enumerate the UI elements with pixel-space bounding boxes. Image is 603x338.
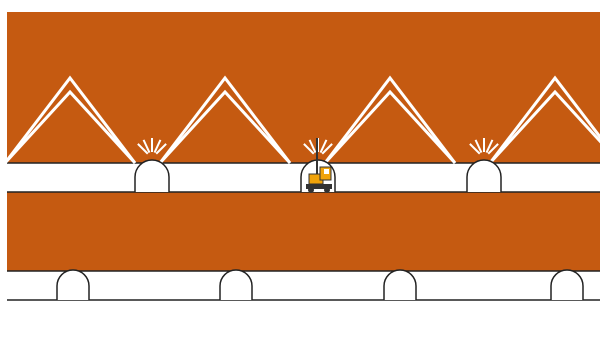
radial-line xyxy=(155,143,167,155)
radial-line xyxy=(142,139,151,153)
drift-opening xyxy=(219,269,253,300)
drill-fan-line xyxy=(323,75,457,164)
radial-line xyxy=(321,143,333,155)
radial-line xyxy=(303,143,315,155)
drill-rig xyxy=(306,138,332,193)
drill-fan-group xyxy=(323,75,457,165)
radial-line xyxy=(474,139,483,153)
drill-fan-group xyxy=(488,75,603,165)
drift-opening xyxy=(134,159,170,192)
drill-fan-line xyxy=(158,75,292,164)
drill-fan-line xyxy=(158,89,292,165)
opening-radial-lines xyxy=(303,138,333,155)
radial-line xyxy=(487,143,499,155)
radial-line xyxy=(137,143,149,155)
drift-opening xyxy=(56,269,90,300)
drill-fan-line xyxy=(488,75,603,164)
drill-fan-line xyxy=(323,89,457,165)
drill-fan-line xyxy=(3,75,137,164)
radial-line xyxy=(485,139,494,153)
opening-radial-lines xyxy=(469,138,499,155)
radial-line xyxy=(308,139,317,153)
drift-opening xyxy=(383,269,417,300)
rock-mass xyxy=(7,12,600,300)
drift-opening xyxy=(550,269,584,300)
drill-fan-group xyxy=(3,75,137,165)
opening-radial-lines xyxy=(137,138,167,155)
radial-line xyxy=(319,139,328,153)
drill-rig-cab-window xyxy=(324,169,329,174)
drill-fan-line xyxy=(488,89,603,165)
radial-line xyxy=(469,143,481,155)
lower-drift xyxy=(7,270,600,301)
drill-fan-lines xyxy=(3,75,603,165)
lower-drift-openings xyxy=(56,269,584,300)
drill-fan-line xyxy=(3,89,137,165)
radial-line xyxy=(153,139,162,153)
drill-rig-wheel-rear xyxy=(324,187,330,193)
drill-rig-wheel-front xyxy=(308,187,314,193)
lower-drift-floor-band xyxy=(7,271,600,300)
drill-rig-chassis xyxy=(306,184,332,189)
drift-opening xyxy=(466,159,502,192)
drill-fan-group xyxy=(158,75,292,165)
